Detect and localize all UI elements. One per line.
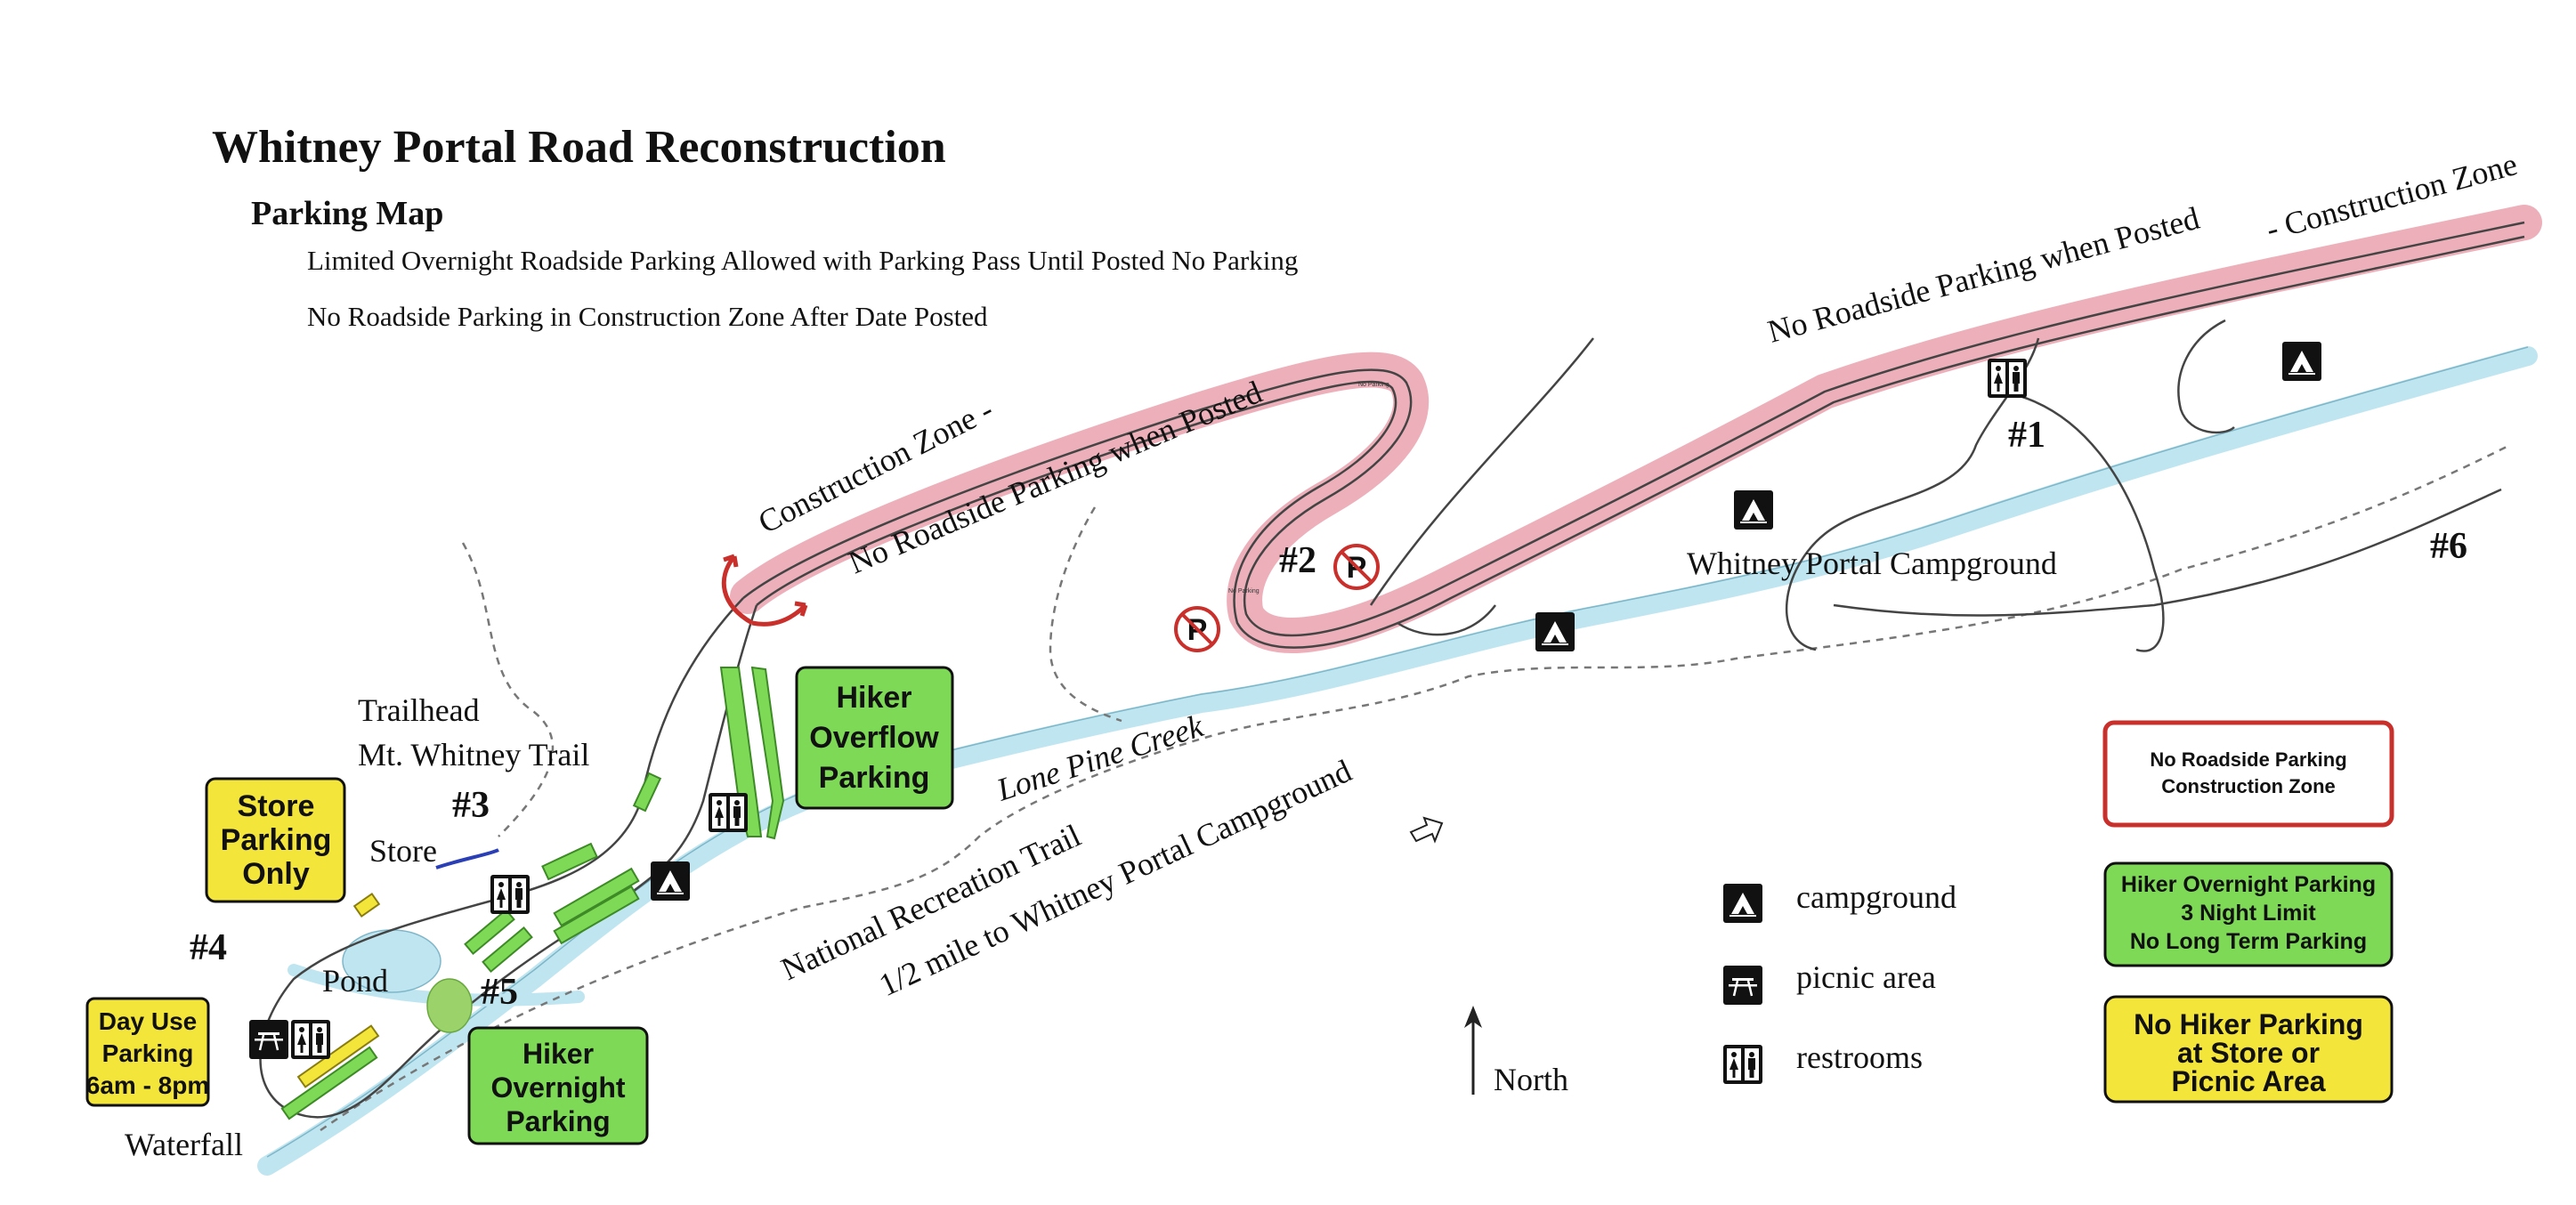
store-label: Store xyxy=(369,833,437,869)
pond-label: Pond xyxy=(322,963,388,999)
legend-restrooms-label: restrooms xyxy=(1796,1039,1923,1075)
svg-text:Picnic Area: Picnic Area xyxy=(2171,1065,2325,1097)
svg-text:Store: Store xyxy=(238,789,315,823)
legend-construction-zone-box: No Roadside Parking Construction Zone xyxy=(2102,720,2394,828)
legend-no-hiker-parking-box: No Hiker Parking at Store or Picnic Area xyxy=(2103,995,2394,1104)
legend-picnic-table-icon xyxy=(1721,964,1764,1007)
svg-text:Only: Only xyxy=(242,857,310,891)
north-arrow-icon xyxy=(1464,1006,1482,1095)
no-parking-sign-icon: P xyxy=(1333,544,1380,590)
svg-text:No Hiker Parking: No Hiker Parking xyxy=(2134,1008,2363,1040)
side-trail-path xyxy=(1049,506,1122,723)
hiker-overnight-parking-sign: Hiker Overnight Parking xyxy=(467,1026,649,1145)
area-number-5: #5 xyxy=(481,972,518,1013)
svg-text:Hiker: Hiker xyxy=(836,681,911,715)
no-parking-west-label: No Roadside Parking when Posted xyxy=(843,374,1267,580)
svg-text:No Roadside Parking: No Roadside Parking xyxy=(2150,748,2346,771)
svg-text:Parking: Parking xyxy=(506,1105,610,1137)
svg-text:Hiker Overnight Parking: Hiker Overnight Parking xyxy=(2121,872,2376,897)
lone-pine-creek xyxy=(257,346,2538,1176)
store-walkway xyxy=(435,848,499,869)
area-number-3: #3 xyxy=(452,785,490,826)
svg-text:Hiker: Hiker xyxy=(522,1038,594,1070)
svg-text:at Store or: at Store or xyxy=(2177,1037,2320,1069)
legend-hiker-parking-box: Hiker Overnight Parking 3 Night Limit No… xyxy=(2103,861,2394,967)
map-title: Whitney Portal Road Reconstruction xyxy=(212,122,946,173)
restroom-icon xyxy=(291,1020,330,1059)
small-no-parking-label: No Parking xyxy=(1358,382,1389,388)
svg-text:No Long Term Parking: No Long Term Parking xyxy=(2130,929,2367,954)
map-subtitle: Parking Map xyxy=(251,195,443,232)
picnic-table-icon xyxy=(247,1018,290,1061)
note-construction-zone: No Roadside Parking in Construction Zone… xyxy=(307,301,988,332)
svg-text:Day Use: Day Use xyxy=(99,1007,198,1035)
svg-text:Construction Zone: Construction Zone xyxy=(2161,775,2336,797)
area-number-2: #2 xyxy=(1279,540,1316,581)
svg-text:Overnight: Overnight xyxy=(490,1072,625,1104)
campground-icon xyxy=(1535,612,1575,651)
note-overnight-parking: Limited Overnight Roadside Parking Allow… xyxy=(307,245,1298,276)
svg-text:3 Night Limit: 3 Night Limit xyxy=(2181,901,2316,926)
campground-icon xyxy=(651,861,690,901)
area-number-1: #1 xyxy=(2008,415,2045,456)
store-parking-only-sign: Store Parking Only xyxy=(205,777,346,903)
campground-icon xyxy=(2282,342,2321,381)
legend-campground-label: campground xyxy=(1796,879,1956,915)
day-use-parking-sign: Day Use Parking 6am - 8pm xyxy=(85,997,210,1107)
restroom-icon xyxy=(709,793,748,832)
legend-restroom-icon xyxy=(1723,1045,1762,1084)
restroom-icon xyxy=(1988,359,2027,398)
waterfall-label: Waterfall xyxy=(125,1127,243,1162)
turnaround-arrows-icon xyxy=(721,554,808,627)
trailhead-label: Trailhead xyxy=(358,692,480,728)
area-number-4: #4 xyxy=(190,927,227,968)
hiker-parking-lots xyxy=(280,666,785,1120)
small-no-parking-label: No Parking xyxy=(1228,588,1260,594)
campground-icon xyxy=(1734,490,1773,530)
day-use-lots xyxy=(296,892,381,1088)
svg-text:Parking: Parking xyxy=(221,823,332,857)
mt-whitney-trail-label: Mt. Whitney Trail xyxy=(358,737,589,772)
hiker-overflow-parking-sign: Hiker Overflow Parking xyxy=(795,666,954,810)
roads xyxy=(259,221,2525,1119)
svg-text:Overflow: Overflow xyxy=(809,721,939,755)
legend-picnic-area-label: picnic area xyxy=(1796,959,1936,995)
svg-text:Parking: Parking xyxy=(819,761,930,795)
national-recreation-trail-path xyxy=(320,443,2511,1132)
restroom-icon xyxy=(490,875,530,914)
area-number-6: #6 xyxy=(2430,526,2467,567)
direction-arrow-icon xyxy=(1409,816,1444,844)
no-parking-sign-icon: P xyxy=(1174,606,1220,652)
north-label: North xyxy=(1494,1062,1568,1097)
whitney-portal-campground-label: Whitney Portal Campground xyxy=(1687,546,2057,581)
legend-campground-icon xyxy=(1723,884,1762,923)
svg-text:6am - 8pm: 6am - 8pm xyxy=(86,1072,210,1099)
mt-whitney-trail-path xyxy=(461,542,555,837)
legend: campground picnic area restrooms No Road… xyxy=(1721,720,2394,1104)
svg-text:Parking: Parking xyxy=(102,1039,194,1067)
